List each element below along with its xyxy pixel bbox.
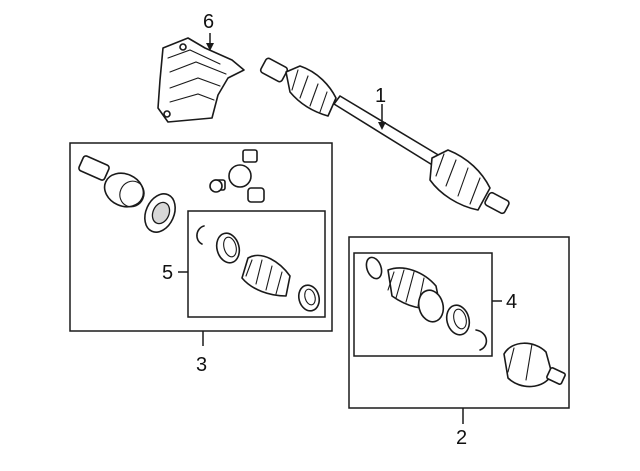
callout-4: 4 bbox=[506, 291, 517, 313]
callout-1: 1 bbox=[375, 85, 386, 107]
kit-box-3 bbox=[69, 142, 333, 332]
inner-boot-kit[interactable] bbox=[196, 225, 322, 313]
callout-3: 3 bbox=[196, 354, 207, 376]
kit-box-2 bbox=[348, 236, 570, 409]
callout-2: 2 bbox=[456, 427, 467, 449]
kit-box-5 bbox=[187, 210, 326, 318]
heat-shield-part[interactable] bbox=[157, 37, 245, 123]
callout-5: 5 bbox=[162, 262, 173, 284]
joint-flange-plate[interactable] bbox=[139, 189, 181, 237]
axle-shaft-assembly[interactable] bbox=[259, 57, 510, 215]
callout-6: 6 bbox=[203, 11, 214, 33]
inner-cv-joint-housing[interactable] bbox=[78, 155, 149, 213]
outer-cv-joint[interactable] bbox=[503, 342, 566, 388]
outer-boot-kit[interactable] bbox=[364, 255, 488, 351]
kit-box-4 bbox=[353, 252, 493, 357]
tripod-spider[interactable] bbox=[209, 149, 265, 203]
